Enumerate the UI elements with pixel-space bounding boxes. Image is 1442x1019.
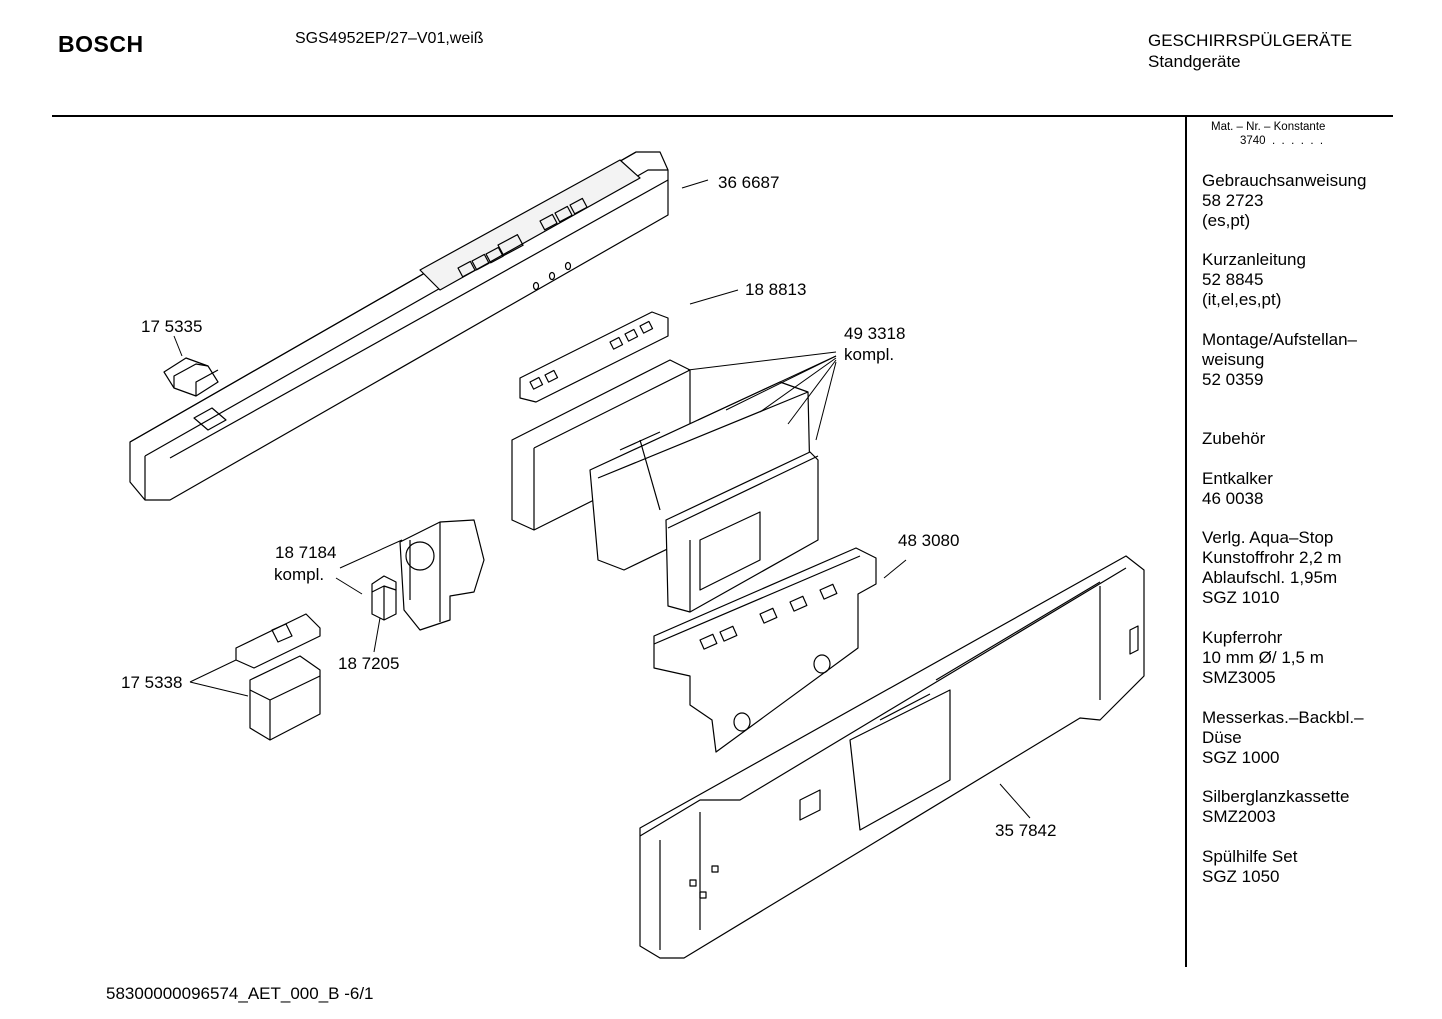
sidebar-item-aqua-stop: Verlg. Aqua–Stop Kunstoffrohr 2,2 m Abla… xyxy=(1202,528,1342,607)
sidebar-item-kupferrohr: Kupferrohr 10 mm Ø/ 1,5 m SMZ3005 xyxy=(1202,628,1324,687)
sidebar-item-gebrauchsanweisung: Gebrauchsanweisung 58 2723 (es,pt) xyxy=(1202,171,1367,230)
part-label-18-8813: 18 8813 xyxy=(745,280,807,299)
sidebar-divider xyxy=(1185,115,1187,967)
part-note-49-3318: kompl. xyxy=(844,345,895,364)
matnr-value: 3740 . . . . . . xyxy=(1240,135,1324,147)
sidebar-item-silberglanzkassette: Silberglanzkassette SMZ2003 xyxy=(1202,787,1350,826)
part-label-49-3318: 49 3318 xyxy=(844,324,906,343)
sidebar-item-spuelhilfe: Spülhilfe Set SGZ 1050 xyxy=(1202,847,1298,886)
part-label-18-7205: 18 7205 xyxy=(338,654,400,673)
main-switch-part xyxy=(399,519,485,631)
switch-strip-part xyxy=(519,311,669,403)
appliance-category: GESCHIRRSPÜLGERÄTE xyxy=(1148,31,1353,50)
leader-lines xyxy=(173,179,1031,819)
sidebar-item-messerkasten: Messerkas.–Backbl.– Düse SGZ 1000 xyxy=(1202,708,1364,767)
control-panel-part xyxy=(129,151,669,501)
door-switch-part xyxy=(235,613,321,741)
sidebar-item-montage: Montage/Aufstellan– weisung 52 0359 xyxy=(1202,330,1357,389)
sidebar-item-zubehoer: Zubehör xyxy=(1202,429,1266,448)
part-label-48-3080: 48 3080 xyxy=(898,531,960,550)
matnr-block: Mat. – Nr. – Konstante 3740 . . . . . . xyxy=(1211,120,1325,148)
part-label-35-7842: 35 7842 xyxy=(995,821,1057,840)
brand-logo: BOSCH xyxy=(58,31,144,57)
clip-part xyxy=(163,357,219,397)
sidebar-item-kurzanleitung: Kurzanleitung 52 8845 (it,el,es,pt) xyxy=(1202,250,1306,309)
part-note-18-7184: kompl. xyxy=(274,565,325,584)
model-number: SGS4952EP/27–V01,weiß xyxy=(295,30,484,47)
matnr-heading: Mat. – Nr. – Konstante xyxy=(1211,121,1326,133)
part-label-36-6687: 36 6687 xyxy=(718,173,780,192)
display-mount-part xyxy=(653,547,877,753)
header-divider xyxy=(52,115,1393,117)
control-housing-part xyxy=(639,555,1145,959)
document-id: 58300000096574_AET_000_B -6/1 xyxy=(106,984,374,1003)
electronic-module-part xyxy=(511,359,819,613)
appliance-subcategory: Standgeräte xyxy=(1148,52,1241,71)
part-label-18-7184: 18 7184 xyxy=(275,543,337,562)
sidebar-item-entkalker: Entkalker 46 0038 xyxy=(1202,469,1273,508)
relay-part xyxy=(371,575,397,621)
part-label-17-5335: 17 5335 xyxy=(141,317,203,336)
part-label-17-5338: 17 5338 xyxy=(121,673,183,692)
